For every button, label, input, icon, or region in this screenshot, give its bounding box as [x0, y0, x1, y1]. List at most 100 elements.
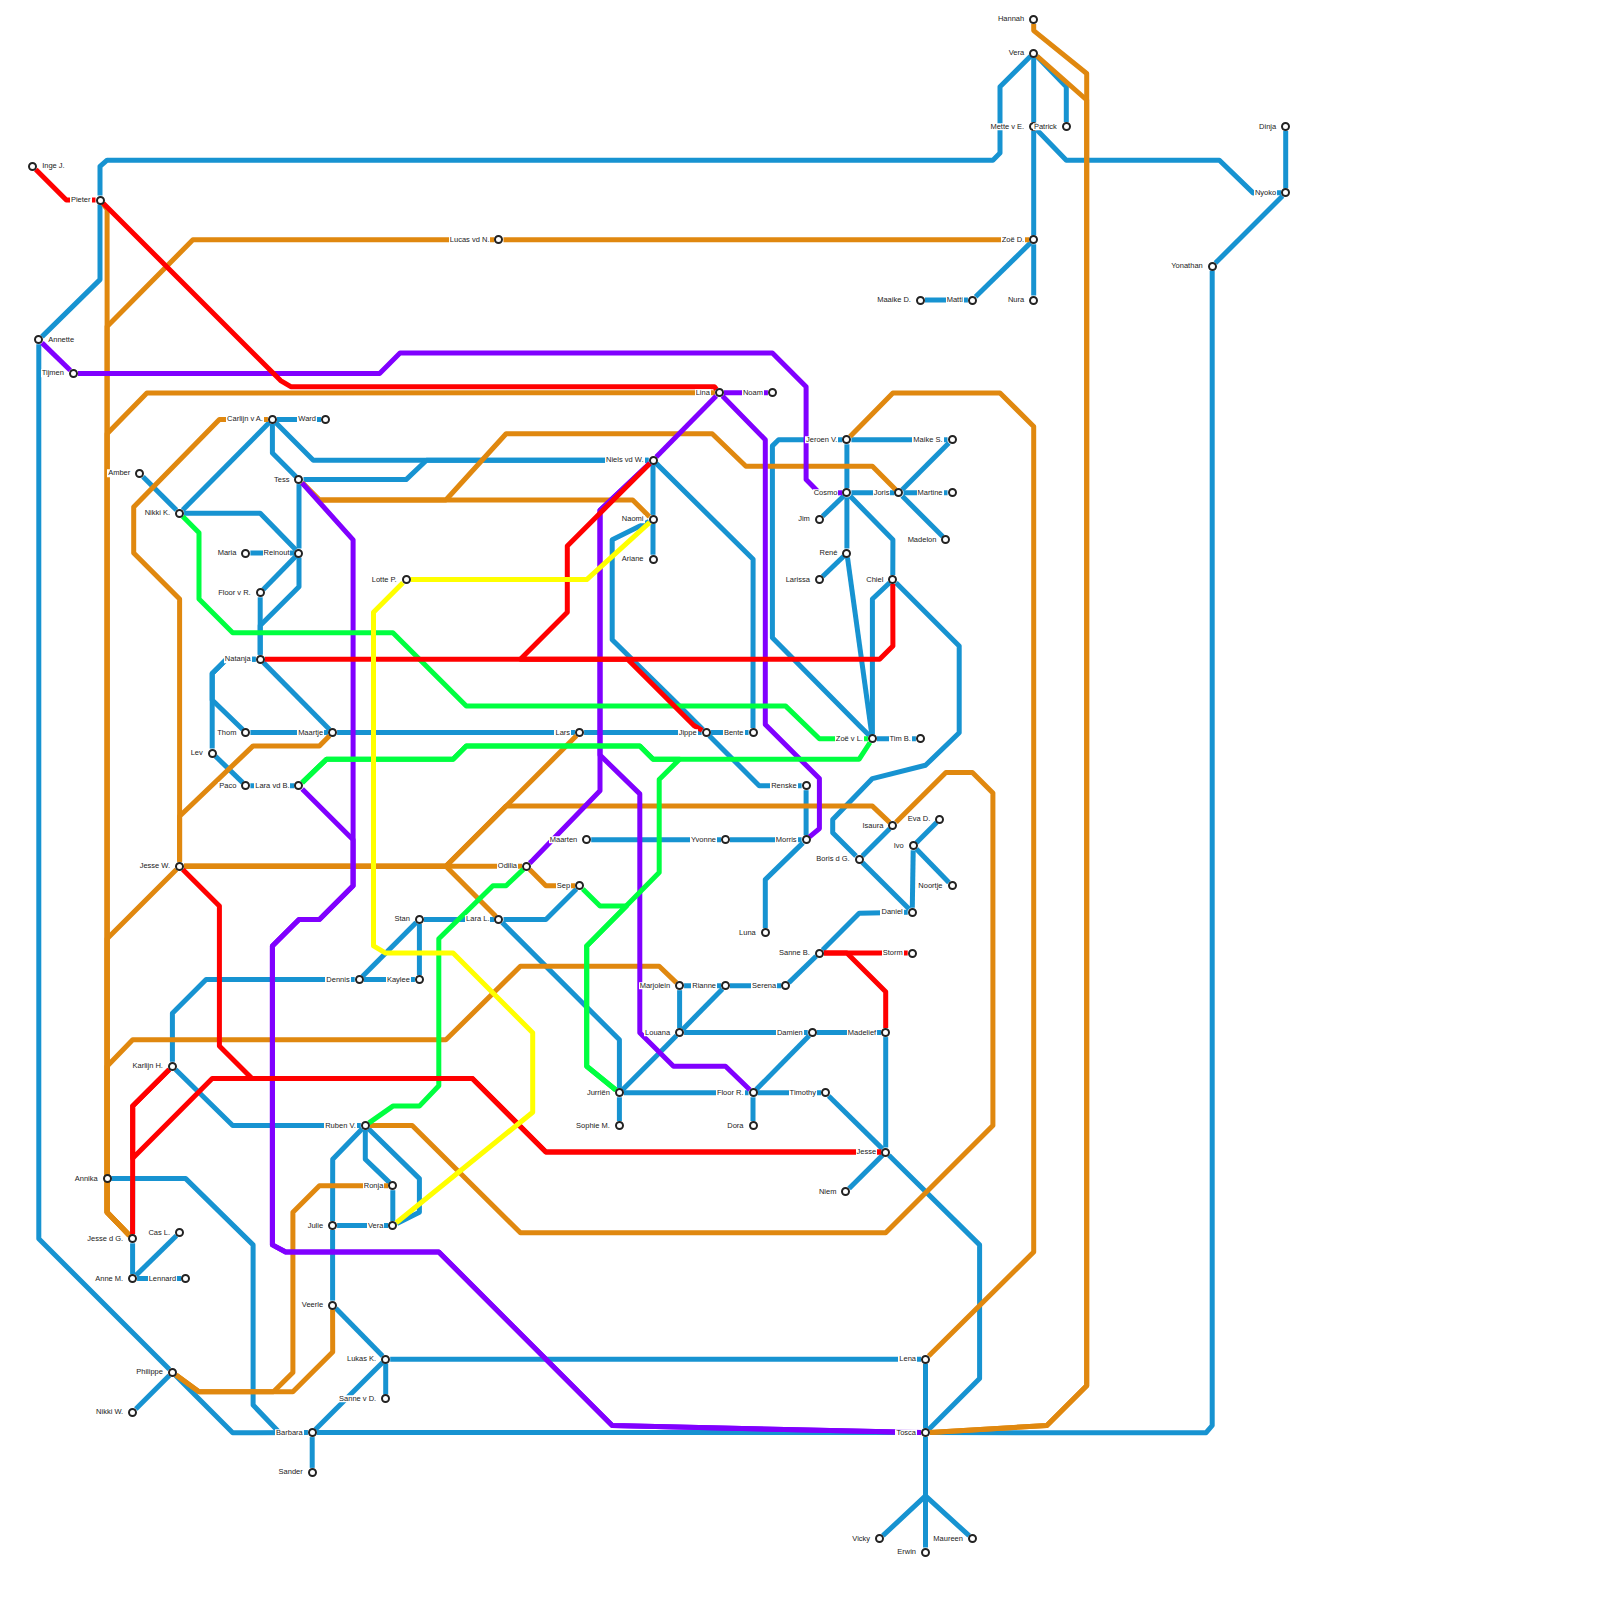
station-node: Noortje	[948, 881, 957, 890]
metro-line	[107, 393, 715, 1236]
station-label: Erwin	[896, 1548, 917, 1556]
metro-line	[336, 1308, 383, 1356]
metro-line	[520, 463, 702, 730]
station-node: Anne M.	[128, 1274, 137, 1283]
metro-line	[789, 956, 816, 982]
station-label: Tim B.	[889, 735, 912, 743]
metro-line	[176, 1310, 333, 1392]
station-label: Veerle	[301, 1301, 324, 1309]
station-label: Nyoko	[1254, 189, 1277, 197]
metro-line	[617, 1097, 622, 1121]
metro-line	[504, 889, 577, 920]
metro-line	[260, 558, 299, 655]
metro-line	[272, 483, 921, 1433]
metro-line	[823, 496, 844, 516]
metro-line	[656, 396, 716, 457]
station-label: Madelief	[847, 1029, 877, 1037]
station-node: Paco	[241, 781, 250, 790]
station-node: Cosmo	[842, 488, 851, 497]
station-label: Nikki W.	[95, 1408, 124, 1416]
station-node: Lucas vd N.	[494, 235, 503, 244]
station-node: Tim B.	[916, 734, 925, 743]
station-label: Martine	[917, 489, 944, 497]
station-label: Noortje	[917, 882, 943, 890]
station-label: Sophie M.	[575, 1122, 611, 1130]
station-node: Chiel	[888, 575, 897, 584]
station-node: Annika	[103, 1174, 112, 1183]
station-label: Annette	[47, 336, 75, 344]
station-node: Thom	[241, 728, 250, 737]
station-label: Floor R.	[716, 1089, 745, 1097]
metro-line	[862, 829, 889, 856]
station-label: Niem	[818, 1188, 838, 1196]
station-label: Karlijn H.	[132, 1063, 164, 1071]
metro-line	[923, 1364, 928, 1428]
station-node: Zoë v L.	[868, 734, 877, 743]
station-label: Matti	[946, 296, 964, 304]
station-label: Mette v E.	[989, 123, 1025, 131]
station-label: Maria	[217, 549, 238, 557]
metro-line	[600, 463, 750, 1089]
station-node: Noam	[768, 388, 777, 397]
metro-line	[184, 736, 576, 867]
station-label: Philippe	[135, 1369, 164, 1377]
station-label: Marjolein	[639, 982, 671, 990]
station-label: Niels vd W.	[605, 456, 645, 464]
metro-line	[930, 56, 1087, 1432]
station-node: Jim	[815, 515, 824, 524]
station-label: Maartje	[297, 729, 324, 737]
station-node: Louana	[675, 1028, 684, 1037]
metro-line	[765, 843, 803, 928]
station-label: Tess	[273, 476, 290, 484]
station-label: Nikki K.	[144, 510, 171, 518]
metro-line	[751, 1097, 756, 1121]
station-node: Dora	[749, 1121, 758, 1130]
station-node: Niem	[841, 1187, 850, 1196]
metro-line	[265, 584, 893, 659]
station-label: Barbara	[275, 1429, 304, 1437]
metro-line	[823, 556, 844, 576]
station-label: Madelon	[907, 536, 938, 544]
metro-line	[315, 1362, 382, 1429]
station-label: Lara L.	[465, 916, 490, 924]
station-label: Tosca	[895, 1429, 917, 1437]
station-node: Odilia	[522, 862, 531, 871]
station-label: Dinja	[1258, 123, 1277, 131]
station-node: René	[842, 549, 851, 558]
station-node: Tosca	[921, 1428, 930, 1437]
station-node: Cas L.	[175, 1228, 184, 1237]
station-node: Sander	[308, 1468, 317, 1477]
station-node: Floor v R.	[256, 588, 265, 597]
station-node: Ariane	[649, 555, 658, 564]
station-label: Ruben V.	[324, 1122, 357, 1130]
station-label: Sanne v D.	[338, 1395, 377, 1403]
metro-line	[176, 1186, 388, 1392]
station-node: Inge J.	[28, 162, 37, 171]
station-label: Jesse	[856, 1148, 878, 1156]
metro-line	[383, 1364, 388, 1395]
station-node: Pieter	[96, 196, 105, 205]
metro-line	[1031, 58, 1036, 123]
station-node: Serena	[781, 981, 790, 990]
station-node: Vicky	[875, 1534, 884, 1543]
metro-line	[850, 393, 1034, 1356]
station-label: Ronja	[363, 1182, 385, 1190]
station-node: Erwin	[921, 1548, 930, 1557]
station-label: Jesse W.	[139, 863, 171, 871]
station-label: Sanne B.	[778, 949, 811, 957]
metro-line	[651, 524, 656, 555]
station-node: Maureen	[968, 1534, 977, 1543]
station-node: Sanne v D.	[381, 1394, 390, 1403]
station-node: Lev	[208, 749, 217, 758]
metro-line	[930, 271, 1212, 1433]
station-node: Jeroen V.	[842, 435, 851, 444]
metro-line	[823, 912, 908, 950]
station-label: Dennis	[325, 976, 350, 984]
station-label: Jeroen V.	[805, 436, 838, 444]
metro-line	[39, 344, 170, 1369]
metro-line	[333, 1129, 363, 1221]
station-node: Lennard	[181, 1274, 190, 1283]
metro-line	[180, 736, 330, 862]
station-node: Timothy	[821, 1088, 830, 1097]
station-label: Tijmen	[41, 370, 65, 378]
